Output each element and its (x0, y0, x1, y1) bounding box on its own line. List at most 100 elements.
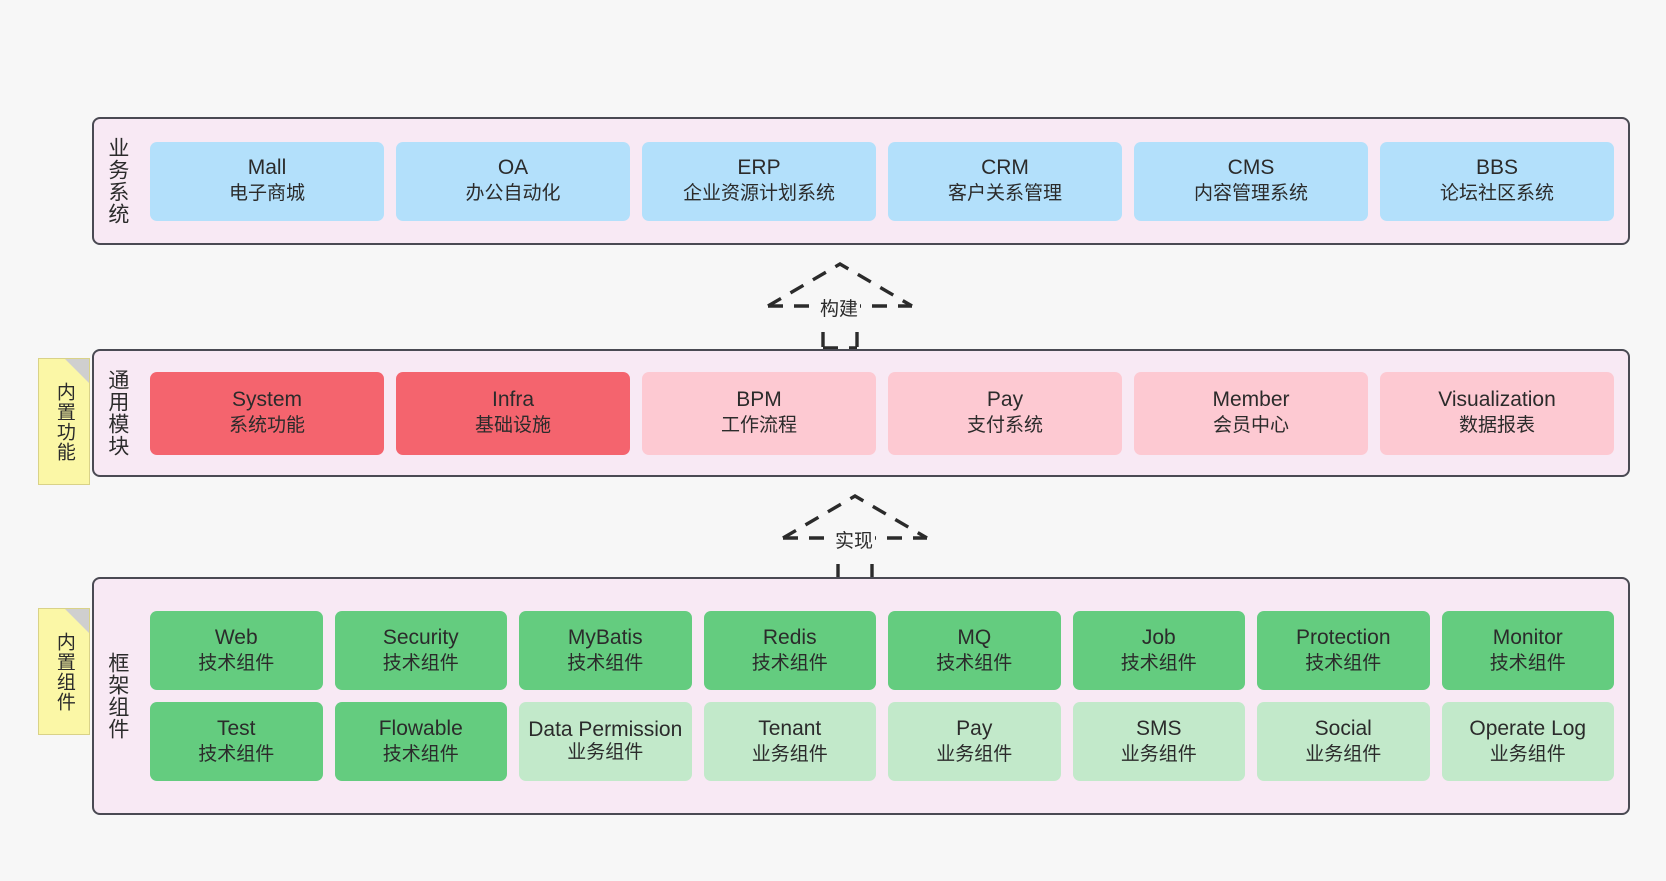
node-redis[interactable]: Redis 技术组件 (703, 611, 876, 690)
layer-framework-component: 框架组件 Web 技术组件 Security 技术组件 MyBatis 技术组件… (92, 577, 1630, 815)
node-operate-log[interactable]: Operate Log 业务组件 (1441, 702, 1614, 781)
sticky-fold-corner-icon (65, 359, 89, 383)
node-cms-cn: 内容管理系统 (1193, 183, 1308, 205)
node-mq-en: MQ (957, 625, 992, 649)
node-web-cn: 技术组件 (198, 652, 275, 674)
node-system-en: System (231, 388, 302, 412)
node-bbs-cn: 论坛社区系统 (1439, 183, 1554, 205)
node-mq[interactable]: MQ 技术组件 (888, 611, 1061, 690)
node-security-en: Security (382, 625, 459, 649)
layer-common-module: 通用模块 System 系统功能 Infra 基础设施 BPM 工作流程 Pay… (92, 349, 1630, 477)
node-mybatis[interactable]: MyBatis 技术组件 (519, 611, 692, 690)
sticky-fold-corner-icon (65, 609, 89, 633)
node-infra-cn: 基础设施 (474, 415, 551, 437)
node-data-permission[interactable]: Data Permission 业务组件 (519, 702, 692, 781)
layer-body-framework-component: Web 技术组件 Security 技术组件 MyBatis 技术组件 Redi… (140, 579, 1628, 813)
connector-implement: 实现 (775, 490, 935, 582)
connector-implement-label: 实现 (833, 526, 876, 553)
node-oa[interactable]: OA 办公自动化 (396, 141, 630, 221)
node-mall-cn: 电子商城 (228, 183, 305, 205)
node-bpm-cn: 工作流程 (720, 415, 797, 437)
node-social-en: Social (1314, 716, 1372, 740)
node-monitor-en: Monitor (1492, 625, 1563, 649)
node-pay-component-cn: 业务组件 (936, 743, 1013, 765)
node-pay-module[interactable]: Pay 支付系统 (888, 371, 1122, 455)
node-erp[interactable]: ERP 企业资源计划系统 (642, 141, 876, 221)
node-bbs[interactable]: BBS 论坛社区系统 (1380, 141, 1614, 221)
node-mall[interactable]: Mall 电子商城 (150, 141, 384, 221)
node-cms-en: CMS (1227, 156, 1275, 180)
node-test[interactable]: Test 技术组件 (150, 702, 323, 781)
node-bpm[interactable]: BPM 工作流程 (642, 371, 876, 455)
node-protection[interactable]: Protection 技术组件 (1257, 611, 1430, 690)
node-mybatis-cn: 技术组件 (567, 652, 644, 674)
node-job-en: Job (1141, 625, 1176, 649)
node-social[interactable]: Social 业务组件 (1257, 702, 1430, 781)
node-system-cn: 系统功能 (228, 415, 305, 437)
node-mybatis-en: MyBatis (567, 625, 643, 649)
node-member[interactable]: Member 会员中心 (1134, 371, 1368, 455)
node-pay-component-en: Pay (956, 716, 993, 740)
node-pay-module-en: Pay (986, 388, 1024, 412)
node-security[interactable]: Security 技术组件 (334, 611, 507, 690)
node-flowable[interactable]: Flowable 技术组件 (334, 702, 507, 781)
node-tenant[interactable]: Tenant 业务组件 (703, 702, 876, 781)
node-data-permission-en: Data Permission (528, 717, 683, 741)
node-operate-log-cn: 业务组件 (1489, 743, 1566, 765)
node-sms-en: SMS (1135, 716, 1182, 740)
node-member-en: Member (1212, 388, 1290, 412)
layer-body-common-module: System 系统功能 Infra 基础设施 BPM 工作流程 Pay 支付系统… (140, 351, 1628, 475)
connector-build: 构建 (760, 258, 920, 350)
node-data-permission-cn: 业务组件 (567, 742, 644, 764)
node-web[interactable]: Web 技术组件 (150, 611, 323, 690)
node-sms-cn: 业务组件 (1120, 743, 1197, 765)
node-web-en: Web (214, 625, 258, 649)
node-protection-cn: 技术组件 (1305, 652, 1382, 674)
node-test-en: Test (216, 716, 256, 740)
node-erp-en: ERP (737, 156, 781, 180)
node-job[interactable]: Job 技术组件 (1072, 611, 1245, 690)
node-mq-cn: 技术组件 (936, 652, 1013, 674)
node-system[interactable]: System 系统功能 (150, 371, 384, 455)
node-operate-log-en: Operate Log (1469, 716, 1587, 740)
framework-row-technical: Web 技术组件 Security 技术组件 MyBatis 技术组件 Redi… (150, 611, 1614, 690)
layer-title-common-module: 通用模块 (105, 369, 129, 457)
node-monitor[interactable]: Monitor 技术组件 (1441, 611, 1614, 690)
node-oa-en: OA (497, 156, 529, 180)
node-sms[interactable]: SMS 业务组件 (1072, 702, 1245, 781)
sticky-note-builtin-features: 内置功能 (38, 358, 90, 485)
node-crm-en: CRM (981, 156, 1029, 180)
node-bpm-en: BPM (736, 388, 782, 412)
node-visualization[interactable]: Visualization 数据报表 (1380, 371, 1614, 455)
layer-title-business-system: 业务系统 (105, 137, 129, 225)
node-pay-component[interactable]: Pay 业务组件 (888, 702, 1061, 781)
node-cms[interactable]: CMS 内容管理系统 (1134, 141, 1368, 221)
node-job-cn: 技术组件 (1120, 652, 1197, 674)
node-infra[interactable]: Infra 基础设施 (396, 371, 630, 455)
layer-title-framework-component: 框架组件 (105, 652, 129, 740)
node-visualization-en: Visualization (1438, 388, 1556, 412)
node-pay-module-cn: 支付系统 (966, 415, 1043, 437)
node-tenant-en: Tenant (758, 716, 822, 740)
node-social-cn: 业务组件 (1305, 743, 1382, 765)
node-crm-cn: 客户关系管理 (947, 183, 1062, 205)
node-tenant-cn: 业务组件 (751, 743, 828, 765)
connector-build-label: 构建 (818, 294, 861, 321)
node-security-cn: 技术组件 (382, 652, 459, 674)
sticky-note-builtin-features-label: 内置功能 (53, 381, 75, 462)
framework-row-business: Test 技术组件 Flowable 技术组件 Data Permission … (150, 702, 1614, 781)
node-test-cn: 技术组件 (198, 743, 275, 765)
node-flowable-en: Flowable (378, 716, 463, 740)
node-bbs-en: BBS (1475, 156, 1519, 180)
sticky-note-builtin-components: 内置组件 (38, 608, 90, 735)
node-flowable-cn: 技术组件 (382, 743, 459, 765)
node-monitor-cn: 技术组件 (1489, 652, 1566, 674)
node-member-cn: 会员中心 (1212, 415, 1289, 437)
node-protection-en: Protection (1295, 625, 1391, 649)
node-redis-cn: 技术组件 (751, 652, 828, 674)
layer-body-business-system: Mall 电子商城 OA 办公自动化 ERP 企业资源计划系统 CRM 客户关系… (140, 119, 1628, 243)
node-visualization-cn: 数据报表 (1458, 415, 1535, 437)
node-crm[interactable]: CRM 客户关系管理 (888, 141, 1122, 221)
layer-business-system: 业务系统 Mall 电子商城 OA 办公自动化 ERP 企业资源计划系统 CRM… (92, 117, 1630, 245)
